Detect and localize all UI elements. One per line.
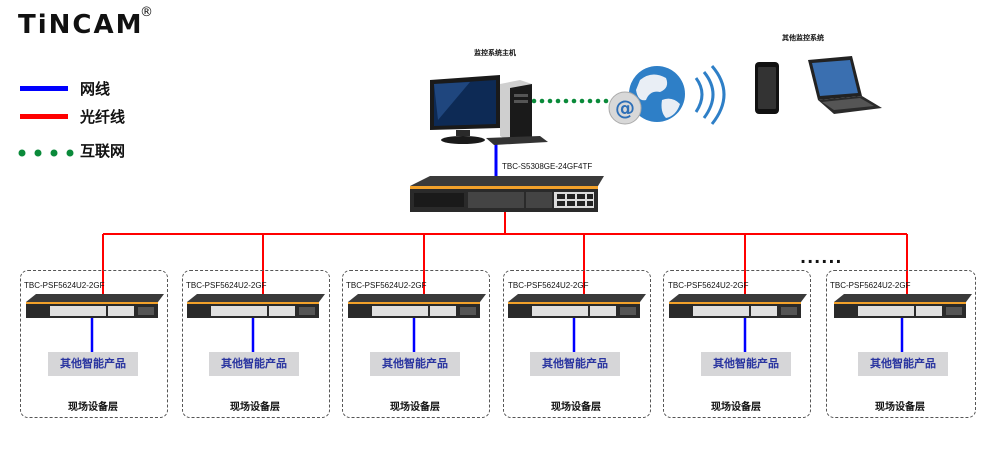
field-switch-5 xyxy=(669,294,807,318)
legend-cable-swatch xyxy=(20,86,68,91)
fiber-trunk xyxy=(102,212,908,294)
smart-product-box: 其他智能产品 xyxy=(530,352,620,376)
field-layer-label: 现场设备层 xyxy=(68,402,118,413)
field-switch-model-label: TBC-PSF5624U2-2GF xyxy=(830,281,911,290)
field-layer-label: 现场设备层 xyxy=(390,402,440,413)
smart-product-box: 其他智能产品 xyxy=(209,352,299,376)
internet-link xyxy=(531,98,609,104)
legend-internet-swatch xyxy=(18,144,78,157)
core-switch-model-label: TBC-S5308GE-24GF4TF xyxy=(502,162,593,171)
monitor-host-label: 监控系统主机 xyxy=(474,49,516,57)
legend-cable-label: 网线 xyxy=(80,80,111,98)
field-layer-label: 现场设备层 xyxy=(875,402,925,413)
svg-text:@: @ xyxy=(615,96,635,120)
field-switch-6 xyxy=(834,294,972,318)
internet-globe-icon: @ xyxy=(608,57,726,137)
host-keyboard xyxy=(486,136,548,145)
smart-product-box: 其他智能产品 xyxy=(48,352,138,376)
phone-icon xyxy=(755,62,779,114)
legend-fiber-swatch xyxy=(20,114,68,119)
field-layer-label: 现场设备层 xyxy=(711,402,761,413)
field-unit-2 xyxy=(182,270,330,418)
field-switch-1 xyxy=(26,294,164,318)
smart-product-box: 其他智能产品 xyxy=(858,352,948,376)
field-unit-3 xyxy=(342,270,490,418)
field-unit-6 xyxy=(826,270,976,418)
host-tower xyxy=(500,80,532,142)
other-systems-label: 其他监控系统 xyxy=(782,34,824,42)
field-unit-5 xyxy=(663,270,811,418)
field-switch-3 xyxy=(348,294,486,318)
field-switch-model-label: TBC-PSF5624U2-2GF xyxy=(186,281,267,290)
smart-product-box: 其他智能产品 xyxy=(370,352,460,376)
field-switch-model-label: TBC-PSF5624U2-2GF xyxy=(346,281,427,290)
field-switch-2 xyxy=(187,294,325,318)
field-switch-model-label: TBC-PSF5624U2-2GF xyxy=(668,281,749,290)
brand-logo: TiNCAM xyxy=(18,10,144,40)
legend-fiber-label: 光纤线 xyxy=(80,108,126,126)
field-layer-label: 现场设备层 xyxy=(551,402,601,413)
registered-mark: ® xyxy=(140,5,153,20)
legend-internet-label: 互联网 xyxy=(80,142,126,160)
field-switch-model-label: TBC-PSF5624U2-2GF xyxy=(508,281,589,290)
field-cables xyxy=(90,318,904,352)
field-unit-4 xyxy=(503,270,651,418)
field-switch-model-label: TBC-PSF5624U2-2GF xyxy=(24,281,105,290)
host-monitor xyxy=(430,75,500,144)
smart-product-box: 其他智能产品 xyxy=(701,352,791,376)
core-switch xyxy=(410,176,604,212)
field-layer-label: 现场设备层 xyxy=(230,402,280,413)
field-switch-4 xyxy=(508,294,646,318)
laptop-icon xyxy=(808,56,882,114)
field-unit-1 xyxy=(20,270,168,418)
ellipsis-more: ...... xyxy=(800,248,843,267)
